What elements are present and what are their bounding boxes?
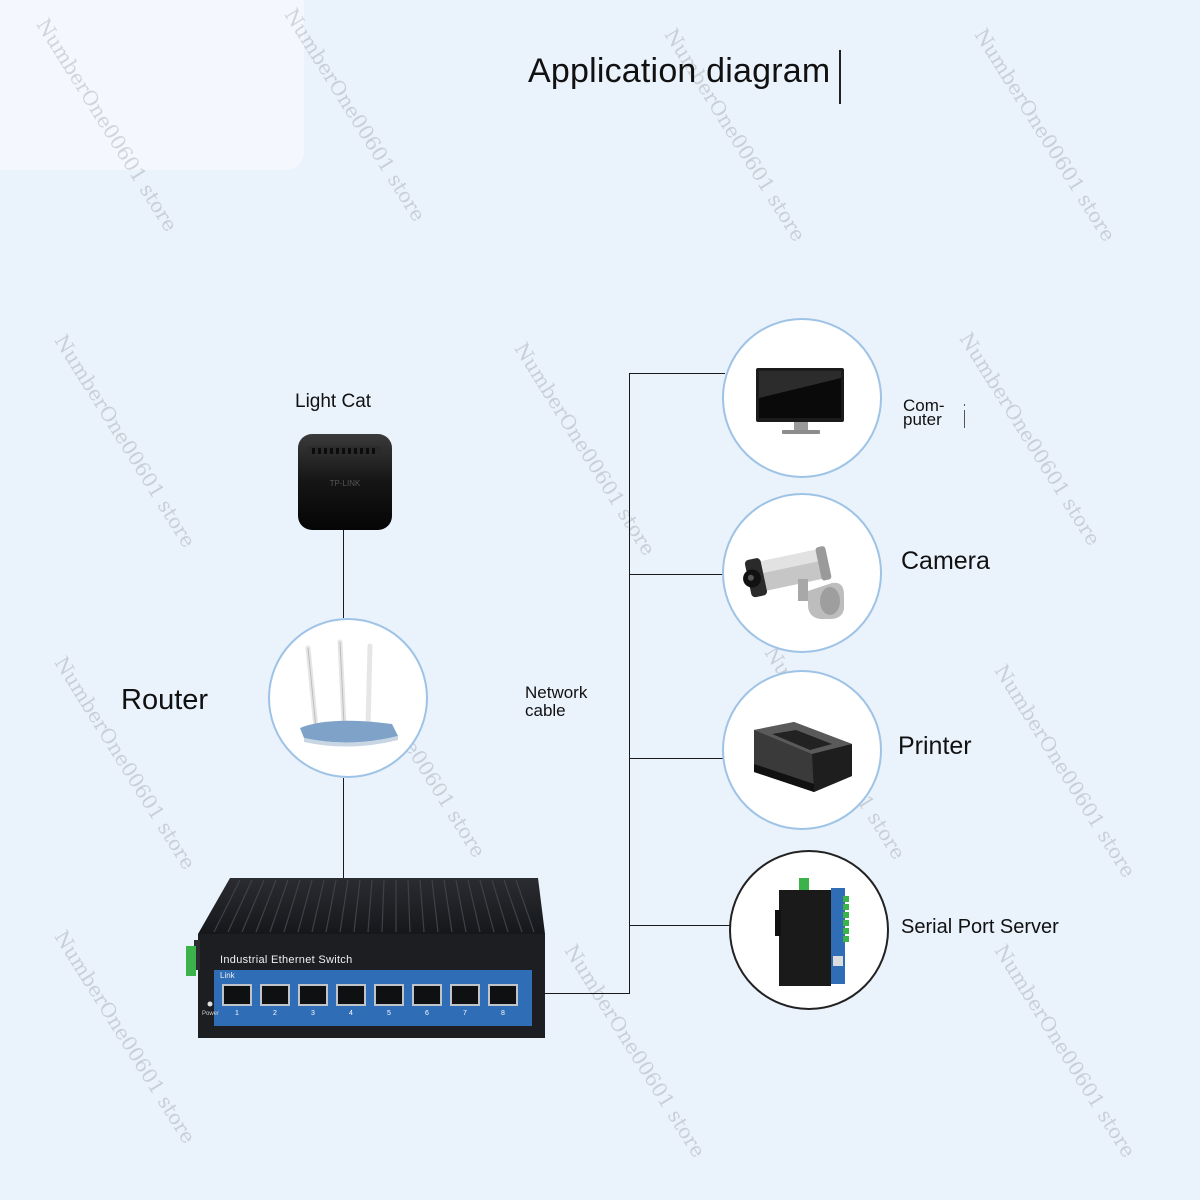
ethernet-port[interactable] [222,984,252,1006]
wire-cat-router [343,530,344,618]
serial-port-server-label: Serial Port Server [901,916,1059,938]
port-number: 4 [349,1010,353,1017]
router-node [268,618,428,778]
text-cursor [964,410,965,428]
port-number: 1 [235,1010,239,1017]
watermark: NumberOne00601 store [49,926,201,1148]
wire-to-printer [629,758,725,759]
port-number: 8 [501,1010,505,1017]
watermark: NumberOne00601 store [559,940,711,1162]
ethernet-port[interactable] [488,984,518,1006]
ethernet-port[interactable] [260,984,290,1006]
watermark: NumberOne00601 store [509,338,661,560]
ethernet-port[interactable] [336,984,366,1006]
camera-node [722,493,882,653]
ethernet-port[interactable] [374,984,404,1006]
text-cursor [964,404,965,406]
port-number: 7 [463,1010,467,1017]
port-number: 6 [425,1010,429,1017]
printer-node [722,670,882,830]
router-label: Router [121,684,209,716]
printer-icon [754,722,852,792]
light-cat-modem-icon: TP-LINK [298,434,392,530]
camera-icon [743,546,844,619]
watermark: NumberOne00601 store [969,24,1121,246]
industrial-ethernet-switch: Industrial Ethernet Switch Link Power 1 … [180,858,560,1058]
port-number: 2 [273,1010,277,1017]
watermark: NumberOne00601 store [989,660,1141,882]
monitor-icon [756,368,844,434]
port-number: 5 [387,1010,391,1017]
watermark: NumberOne00601 store [954,328,1106,550]
wire-to-serial-server [629,925,732,926]
serial-port-server-node [729,850,889,1010]
wire-router-switch [343,778,344,878]
watermark: NumberOne00601 store [989,940,1141,1162]
port-number: 3 [311,1010,315,1017]
camera-label: Camera [901,547,990,575]
switch-power-label: Power [202,1011,220,1017]
corner-panel [0,0,304,170]
switch-title: Industrial Ethernet Switch [220,954,353,966]
switch-ports: 1 2 3 4 5 6 7 8 [220,982,530,1024]
ethernet-port[interactable] [298,984,328,1006]
ethernet-port[interactable] [450,984,480,1006]
router-icon [300,639,398,747]
modem-brand: TP-LINK [330,479,361,488]
wire-to-camera [629,574,725,575]
wire-bus-vertical [629,373,630,993]
watermark: NumberOne00601 store [49,330,201,552]
diagram-title: Application diagram [528,52,831,90]
wire-bus-switch [540,993,630,994]
switch-link-label: Link [220,971,235,980]
computer-label: Com- puter [903,396,945,429]
switch-body [186,878,545,1038]
computer-node [722,318,882,478]
network-cable-label: Network cable [525,683,588,720]
text-cursor [839,50,841,104]
light-cat-label: Light Cat [295,391,372,412]
serial-port-server-icon [775,878,849,986]
wire-to-computer [629,373,725,374]
printer-label: Printer [898,732,972,760]
ethernet-port[interactable] [412,984,442,1006]
